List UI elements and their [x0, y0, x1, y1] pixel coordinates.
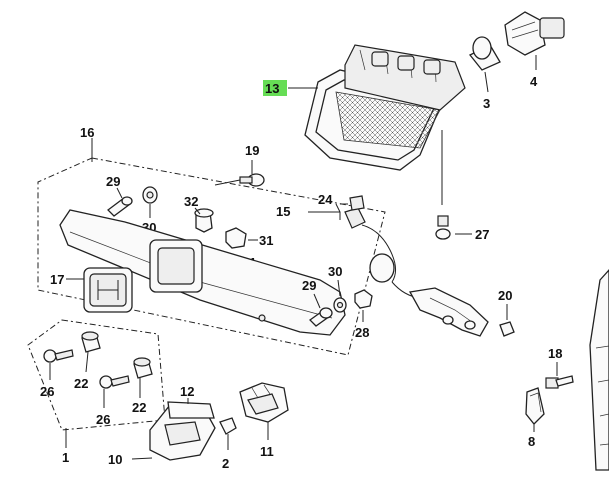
group-1-outline	[27, 319, 166, 448]
high-mount-stop-light	[288, 44, 466, 205]
bulb	[468, 36, 501, 93]
washer-30-upper	[142, 186, 158, 218]
callout-16: 16	[80, 125, 94, 140]
screw-29-lower	[308, 293, 333, 327]
callout-15: 15	[276, 204, 290, 219]
license-lamp-socket	[239, 382, 289, 440]
callout-26-lower: 26	[96, 412, 110, 427]
callout-13: 13	[263, 80, 287, 96]
screw-18	[545, 362, 574, 389]
callout-4: 4	[530, 74, 538, 89]
wire-harness	[308, 195, 489, 337]
callout-32: 32	[184, 194, 198, 209]
callout-19: 19	[245, 143, 259, 158]
callout-17: 17	[50, 272, 64, 287]
callout-12: 12	[180, 384, 194, 399]
clip-32	[194, 207, 214, 233]
callout-20: 20	[498, 288, 512, 303]
washer-30-lower	[333, 279, 347, 313]
callout-2: 2	[222, 456, 229, 471]
callout-3: 3	[483, 96, 490, 111]
nut-31	[225, 227, 258, 249]
callout-22-lower: 22	[132, 400, 146, 415]
screw-29-upper	[107, 187, 133, 217]
screw-26-lower	[99, 375, 130, 408]
group-16-outline	[37, 138, 386, 356]
callout-18: 18	[548, 346, 562, 361]
callout-24: 24	[318, 192, 333, 207]
callout-30-lower: 30	[328, 264, 342, 279]
clip-20	[499, 304, 515, 337]
callout-31: 31	[259, 233, 273, 248]
callout-10: 10	[108, 452, 122, 467]
screw-27	[435, 215, 472, 240]
callout-26-upper: 26	[40, 384, 54, 399]
emblem	[66, 267, 133, 313]
bulb-socket	[504, 11, 565, 70]
side-marker-lens	[525, 387, 545, 432]
screw-26-upper	[43, 349, 74, 380]
callout-29-lower: 29	[302, 278, 316, 293]
nut-28	[354, 289, 373, 322]
license-bulb	[219, 417, 237, 450]
rear-garnish	[59, 209, 346, 336]
cap-22-lower	[133, 357, 153, 398]
callout-1: 1	[62, 450, 69, 465]
callout-8: 8	[528, 434, 535, 449]
tail-lamp-edge	[589, 269, 609, 471]
callout-22-upper: 22	[74, 376, 88, 391]
license-lamp-housing	[131, 398, 216, 461]
callout-11: 11	[260, 444, 274, 459]
callout-28: 28	[355, 325, 369, 340]
cap-22-upper	[81, 331, 101, 373]
callout-27: 27	[475, 227, 489, 242]
callout-29-upper: 29	[106, 174, 120, 189]
screw-19	[214, 160, 265, 187]
svg-text:13: 13	[265, 81, 279, 96]
